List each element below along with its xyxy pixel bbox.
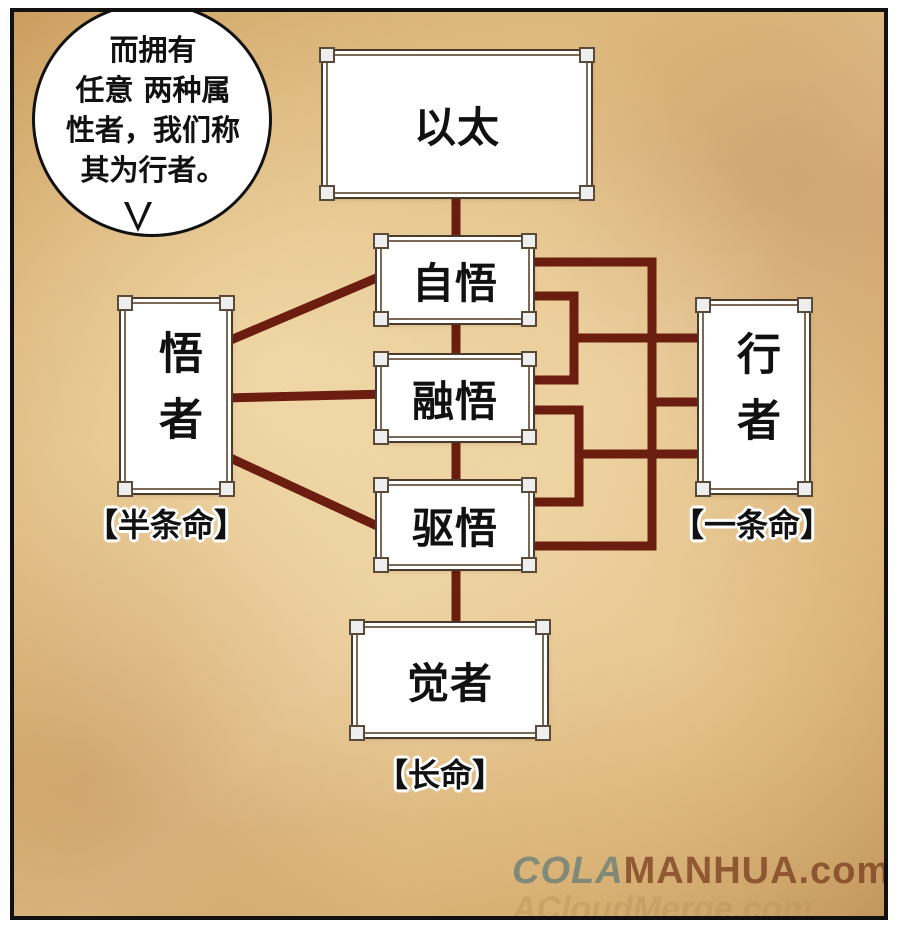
node-self-enlightenment-label: 自悟 [411,258,498,308]
frame-ornament [695,481,711,497]
frame-ornament [535,725,551,741]
frame-ornament [521,429,537,445]
speech-bubble-text: 而拥有 任意 两种属 性者，我们称 其为行者。 [48,30,258,190]
frame-ornament [521,311,537,327]
node-awakened: 觉者 [349,619,551,741]
link-enlightened-drive [221,451,391,535]
frame-ornament [521,233,537,249]
manga-panel: 以太 自悟 融悟 驱悟 悟者 行者 觉者 【半条命】 【一条命】 【长命】 而拥… [10,8,888,920]
frame-ornament [373,429,389,445]
link-enlightened-self [221,269,391,347]
frame-ornament [521,351,537,367]
frame-ornament [373,311,389,327]
watermark-main: MANHUA.com [623,850,888,892]
frame-ornament [535,619,551,635]
node-practitioner-label: 行者 [729,331,780,463]
speech-bubble [32,12,272,237]
frame-ornament [319,185,335,201]
frame-ornament [373,233,389,249]
frame-ornament [521,557,537,573]
node-ether-label: 以太 [413,102,500,152]
node-self-enlightenment: 自悟 [373,233,537,327]
frame-ornament [373,557,389,573]
frame-ornament [695,297,711,313]
frame-ornament [579,47,595,63]
watermark-prefix: COLA [512,850,624,892]
link-self-fusion [524,291,579,385]
tag-enlightened-life: 【半条命】 [86,506,247,544]
link-enlightened-fusion [221,389,391,403]
bubble-line-1: 而拥有 [109,33,197,67]
frame-ornament [117,295,133,311]
bubble-line-2: 任意 两种属 [75,73,231,107]
watermark: COLAMANHUA.com ACloudMerge.com [512,850,888,920]
node-drive-enlightenment-label: 驱悟 [411,503,498,553]
frame-ornament [349,725,365,741]
frame-ornament [373,477,389,493]
frame-ornament [117,481,133,497]
node-drive-enlightenment: 驱悟 [373,477,537,573]
frame-ornament [579,185,595,201]
tag-awakened-life: 【长命】 [376,756,505,794]
node-fusion-enlightenment-label: 融悟 [411,376,498,426]
tag-practitioner-life: 【一条命】 [672,506,833,544]
node-enlightened: 悟者 [117,295,235,497]
bubble-line-4: 其为行者。 [80,153,226,187]
node-enlightened-label: 悟者 [151,330,202,462]
node-practitioner: 行者 [695,297,813,497]
watermark-line2: ACloudMerge.com [512,890,813,920]
frame-ornament [373,351,389,367]
node-awakened-label: 觉者 [406,658,493,708]
frame-ornament [349,619,365,635]
frame-ornament [219,295,235,311]
frame-ornament [797,481,813,497]
bubble-line-3: 性者，我们称 [65,113,240,147]
frame-ornament [219,481,235,497]
node-fusion-enlightenment: 融悟 [373,351,537,445]
frame-ornament [797,297,813,313]
node-ether: 以太 [319,47,595,201]
frame-ornament [319,47,335,63]
frame-ornament [521,477,537,493]
